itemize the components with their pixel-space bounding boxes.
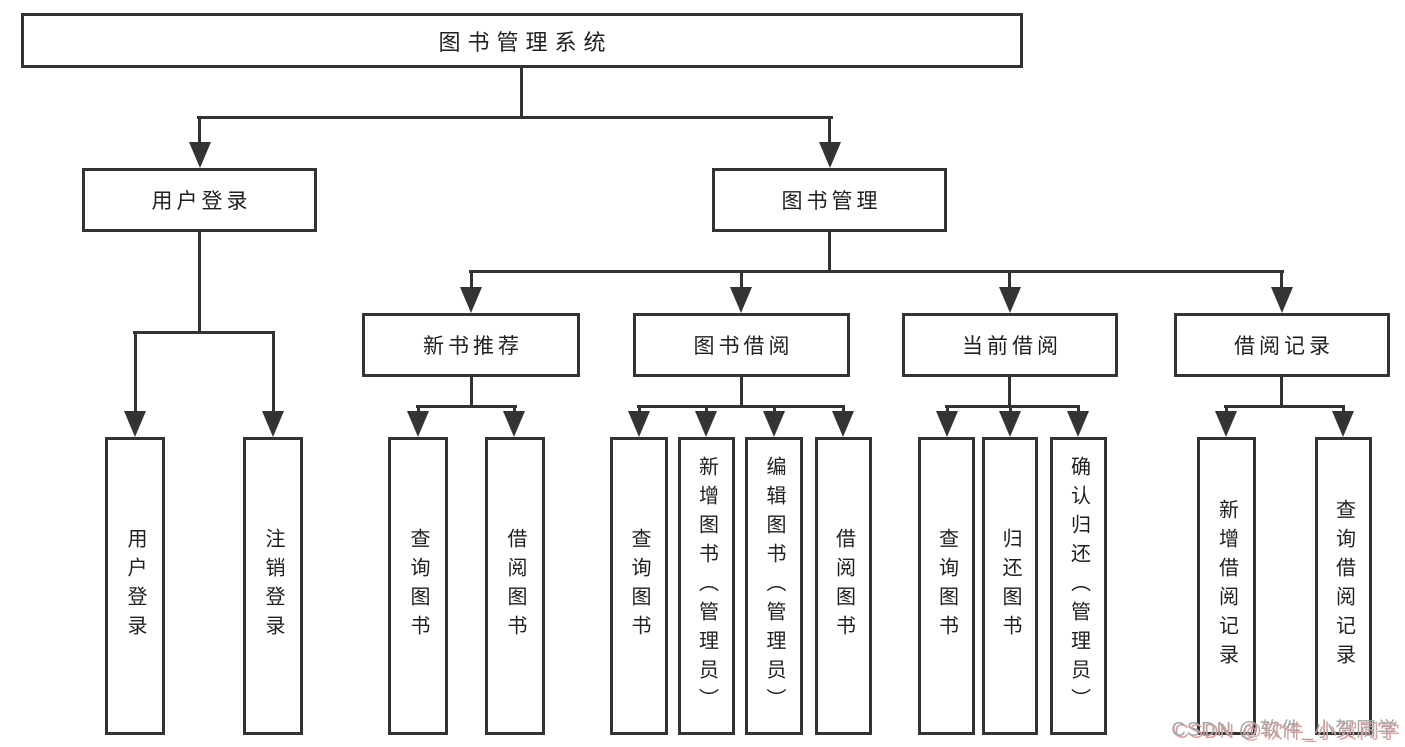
connector-line — [828, 232, 831, 272]
arrow-down — [407, 411, 429, 437]
node-box-leaf-add-borrow-record: 新增借阅记录 — [1197, 437, 1256, 735]
node-box-current-borrowing: 当前借阅 — [902, 313, 1118, 377]
node-label: 用户登录 — [124, 528, 146, 644]
arrow-down — [832, 411, 854, 437]
node-label: 借阅记录 — [1234, 335, 1334, 358]
node-box-leaf-confirm-return-admin: 确认归还（管理员） — [1050, 437, 1107, 735]
connector-line — [1008, 377, 1011, 407]
connector-line — [828, 118, 831, 146]
node-box-leaf-add-books-admin: 新增图书（管理员） — [678, 437, 735, 735]
node-label: 当前借阅 — [962, 335, 1062, 358]
arrow-down — [999, 411, 1021, 437]
node-label: 新书推荐 — [423, 335, 523, 358]
node-label: 新增图书（管理员） — [695, 455, 718, 717]
node-box-borrow-records: 借阅记录 — [1174, 313, 1390, 377]
connector-line — [740, 377, 743, 407]
connector-line — [1280, 272, 1283, 289]
node-label: 借阅图书 — [504, 528, 526, 644]
connector-line — [198, 118, 201, 146]
arrow-down — [1271, 287, 1293, 313]
connector-line — [740, 272, 743, 289]
connector-line — [1224, 405, 1345, 408]
arrow-down — [999, 287, 1021, 313]
arrow-down — [763, 411, 785, 437]
node-box-leaf-borrow-books-1: 借阅图书 — [485, 437, 545, 735]
node-box-book-management: 图书管理 — [712, 168, 947, 232]
arrow-down — [262, 411, 284, 437]
connector-line — [520, 68, 523, 118]
node-box-leaf-query-books-2: 查询图书 — [610, 437, 668, 735]
node-label: 注销登录 — [262, 528, 284, 644]
connector-line — [198, 232, 201, 333]
node-label: 图书借阅 — [693, 335, 794, 358]
connector-line — [197, 116, 833, 119]
arrow-down — [124, 411, 146, 437]
node-box-leaf-query-books-1: 查询图书 — [388, 437, 448, 735]
connector-line — [470, 272, 473, 289]
connector-line — [272, 333, 275, 413]
arrow-down — [730, 287, 752, 313]
arrow-down — [819, 142, 841, 168]
watermark: CSDN @软件_小贺同学 — [1171, 719, 1398, 741]
arrow-down — [936, 411, 958, 437]
arrow-down — [1215, 411, 1237, 437]
connector-line — [637, 405, 845, 408]
connector-line — [470, 377, 473, 407]
node-box-book-borrowing: 图书借阅 — [633, 313, 850, 377]
connector-line — [945, 405, 1080, 408]
node-label: 确认归还（管理员） — [1067, 455, 1090, 717]
node-box-leaf-logout: 注销登录 — [243, 437, 303, 735]
node-box-leaf-borrow-books-2: 借阅图书 — [815, 437, 872, 735]
node-label: 图书管理系统 — [438, 29, 613, 55]
connector-line — [416, 405, 517, 408]
arrow-down — [503, 411, 525, 437]
node-label: 用户登录 — [151, 190, 252, 213]
node-label: 新增借阅记录 — [1215, 499, 1238, 673]
node-box-new-book-recommend: 新书推荐 — [362, 313, 580, 377]
node-box-leaf-query-books-3: 查询图书 — [918, 437, 975, 735]
node-label: 查询图书 — [935, 528, 958, 644]
node-label: 借阅图书 — [832, 528, 855, 644]
node-label: 查询图书 — [407, 528, 429, 644]
arrow-down — [628, 411, 650, 437]
connector-line — [134, 333, 137, 413]
connector-line — [1008, 272, 1011, 289]
connector-line — [1280, 377, 1283, 407]
connector-line — [133, 331, 275, 334]
node-label: 编辑图书（管理员） — [763, 455, 785, 717]
node-label: 查询借阅记录 — [1332, 499, 1355, 673]
arrow-down — [460, 287, 482, 313]
arrow-down — [1067, 411, 1089, 437]
node-box-leaf-return-books: 归还图书 — [982, 437, 1038, 735]
connector-line — [469, 270, 1284, 273]
node-box-root: 图书管理系统 — [21, 13, 1023, 68]
node-label: 归还图书 — [999, 528, 1021, 644]
arrow-down — [695, 411, 717, 437]
node-label: 图书管理 — [781, 190, 882, 213]
arrow-down — [189, 142, 211, 168]
node-label: 查询图书 — [628, 528, 650, 644]
node-box-leaf-edit-books-admin: 编辑图书（管理员） — [745, 437, 803, 735]
node-box-user-login: 用户登录 — [82, 168, 317, 232]
node-box-leaf-user-login: 用户登录 — [105, 437, 165, 735]
node-box-leaf-query-borrow-record: 查询借阅记录 — [1315, 437, 1372, 735]
arrow-down — [1332, 411, 1354, 437]
